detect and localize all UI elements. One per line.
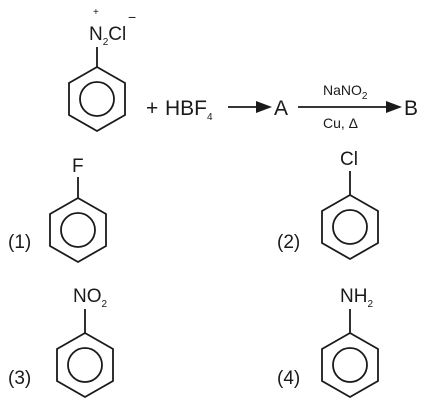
option-4-substituent: NH2 [340,286,373,310]
reagent-hbf4: HBF4 [165,97,213,123]
diazonium-group-label: N2Cl [89,24,126,48]
benzene-ring [68,65,126,133]
intermediate-a: A [274,97,288,120]
arrow2-reagent-bottom: Cu, Δ [323,115,358,131]
product-b: B [404,97,418,120]
reaction-arrow-2: NaNO2 Cu, Δ [298,82,402,131]
option-3-number: (3) [8,368,31,389]
option-4[interactable]: (4) NH2 [277,286,379,399]
chloride-charge: − [128,9,136,25]
option-1[interactable]: (1) F [8,156,107,264]
option-3[interactable]: (3) NO2 [8,286,114,399]
option-1-benzene-ring [49,196,107,264]
option-4-number: (4) [277,368,300,389]
option-3-benzene-ring [56,331,114,399]
option-2[interactable]: (2) Cl [277,149,379,261]
option-3-substituent: NO2 [73,286,108,310]
option-4-benzene-ring [321,331,379,399]
diazonium-charge: + [93,7,99,18]
reaction-arrow-1 [228,101,272,113]
reactant-benzenediazonium: + N2Cl − [68,7,136,133]
option-2-number: (2) [277,232,300,253]
plus-sign: + [146,97,158,120]
option-1-substituent: F [72,156,84,177]
option-1-number: (1) [8,232,31,253]
arrow2-reagent-top: NaNO2 [323,82,368,102]
option-2-substituent: Cl [340,149,358,170]
option-2-benzene-ring [321,193,379,261]
